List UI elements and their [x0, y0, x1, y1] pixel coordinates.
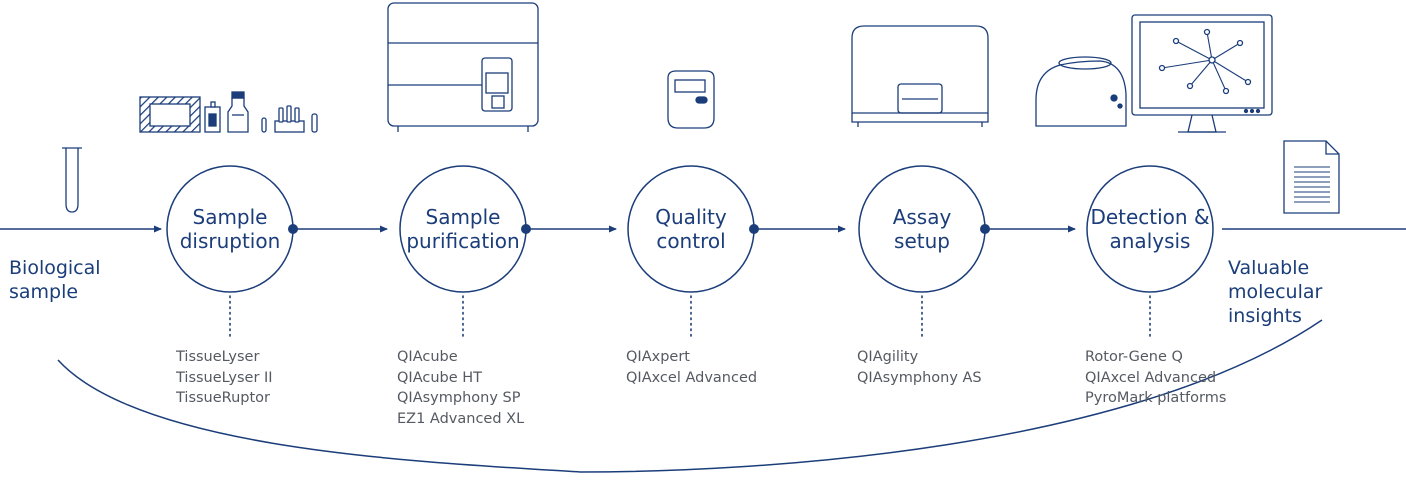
step-label-disruption: Sample disruption [155, 205, 305, 253]
circle-detection [1086, 165, 1214, 293]
dotted-leaders [229, 295, 1151, 341]
instrument-item: TissueRuptor [176, 390, 270, 406]
instrument-item: QIAxcel Advanced [1085, 369, 1217, 386]
instrument-list-detection: Rotor-Gene Q QIAxcel Advanced PyroMark p… [1085, 347, 1226, 409]
input-label-line1: Biological [9, 257, 101, 279]
step-label-line2: disruption [179, 229, 281, 253]
output-label-line2: insights [1228, 305, 1302, 327]
step-label-line2: control [656, 229, 726, 253]
qiacube-instrument-icon [387, 2, 539, 132]
instrument-item: Rotor-Gene Q [1085, 349, 1183, 365]
instrument-item: QIAxcel Advanced [626, 369, 758, 386]
instrument-list-assay: QIAgility QIAsymphony AS [857, 347, 982, 388]
instrument-item: EZ1 Advanced XL [397, 410, 525, 427]
qiagility-instrument-icon [851, 25, 989, 127]
instrument-item: QIAsymphony AS [857, 369, 982, 386]
output-label: Valuable molecular insights [1228, 256, 1406, 328]
input-label: Biological sample [9, 256, 101, 304]
instrument-item: TissueLyser II [176, 369, 273, 386]
step-label-line2: analysis [1109, 229, 1191, 253]
instrument-item: TissueLyser [176, 349, 260, 365]
instrument-item: QIAcube [397, 349, 458, 365]
test-tube-icon [62, 147, 82, 213]
step-label-line1: Detection & [1090, 205, 1210, 229]
rotor-gene-instrument-icon [1035, 56, 1127, 127]
step-label-line2: purification [406, 229, 520, 253]
step-label-line1: Sample [425, 205, 501, 229]
tissuelyser-instruments-icon [139, 91, 318, 133]
computer-monitor-icon [1131, 14, 1273, 133]
step-label-detection: Detection & analysis [1075, 205, 1225, 253]
dot-4 [980, 224, 990, 234]
step-label-assay: Assay setup [847, 205, 997, 253]
instrument-item: QIAxpert [626, 349, 690, 365]
dot-3 [749, 224, 759, 234]
dot-1 [288, 224, 298, 234]
instrument-list-purification: QIAcube QIAcube HT QIAsymphony SP EZ1 Ad… [397, 347, 524, 429]
step-label-purification: Sample purification [388, 205, 538, 253]
instrument-item: QIAcube HT [397, 369, 483, 386]
connector-dots [288, 224, 990, 234]
qiaxpert-instrument-icon [667, 70, 715, 129]
instrument-item: PyroMark platforms [1085, 390, 1227, 406]
instrument-list-quality: QIAxpert QIAxcel Advanced [626, 347, 757, 388]
dot-2 [521, 224, 531, 234]
step-label-line1: Sample [192, 205, 268, 229]
cycle-arc [57, 319, 1323, 473]
step-label-line1: Assay [892, 205, 952, 229]
instrument-item: QIAgility [857, 349, 919, 365]
step-circles [166, 165, 1214, 293]
step-label-line1: Quality [655, 205, 727, 229]
step-label-line2: setup [894, 229, 950, 253]
output-label-line1: Valuable molecular [1228, 257, 1323, 303]
step-label-quality: Quality control [616, 205, 766, 253]
instrument-list-disruption: TissueLyser TissueLyser II TissueRuptor [176, 347, 273, 409]
document-icon [1283, 140, 1340, 214]
instrument-item: QIAsymphony SP [397, 390, 521, 406]
input-label-line2: sample [9, 281, 79, 303]
